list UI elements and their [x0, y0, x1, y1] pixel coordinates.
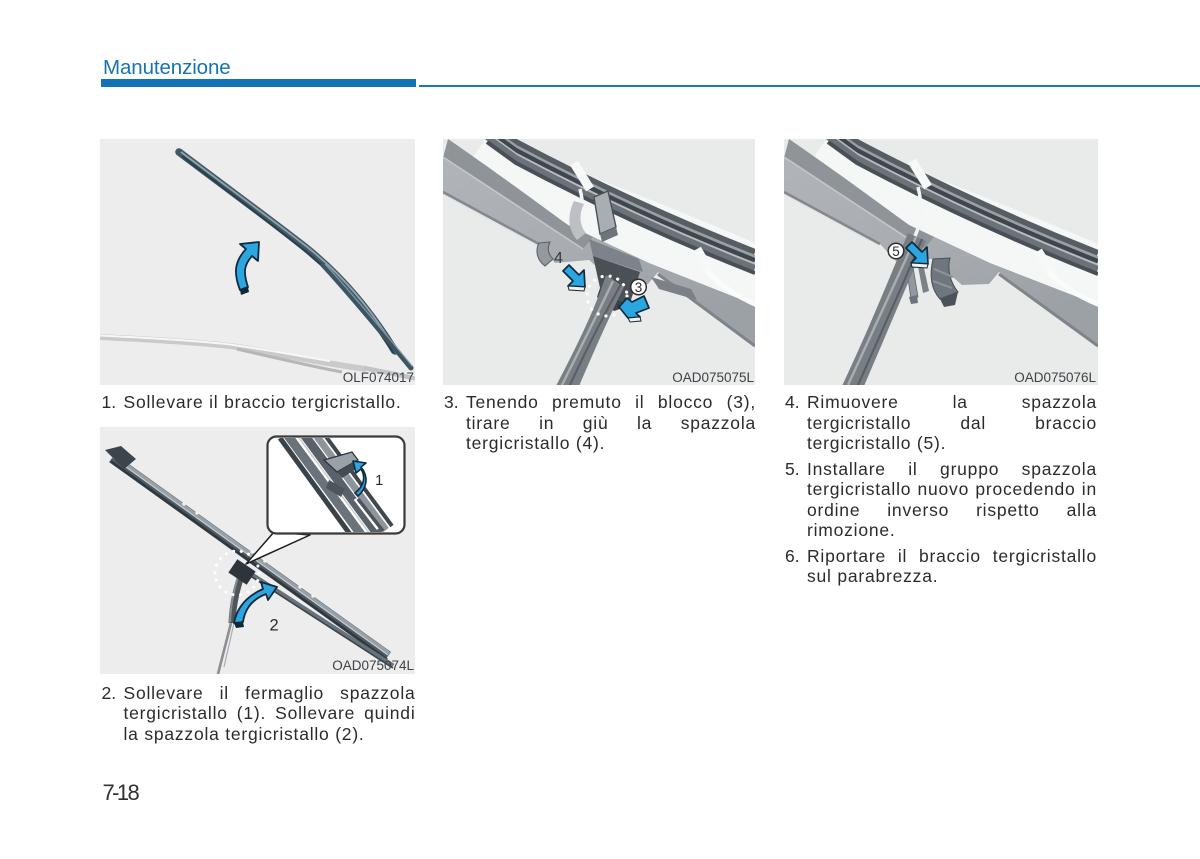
svg-text:OAD075076L: OAD075076L	[1014, 370, 1096, 385]
svg-text:3: 3	[635, 280, 643, 295]
svg-text:OAD075074L: OAD075074L	[332, 658, 414, 673]
svg-text:5: 5	[892, 244, 900, 259]
svg-text:OAD075075L: OAD075075L	[672, 370, 754, 385]
svg-text:1: 1	[375, 472, 383, 489]
svg-text:2: 2	[270, 617, 279, 635]
svg-text:OLF074017: OLF074017	[343, 370, 414, 385]
svg-text:4: 4	[554, 250, 563, 267]
